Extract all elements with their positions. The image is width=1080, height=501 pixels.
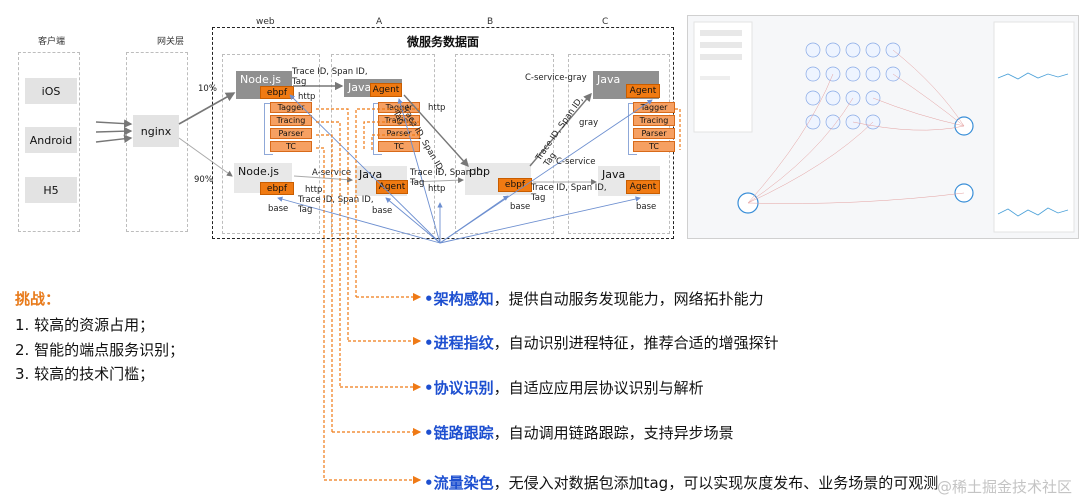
challenge-item-1: 1. 较高的资源占用； [15,316,155,334]
stack-tracing-web: Tracing [270,115,312,126]
http-label-web-bottom: http [305,185,323,195]
stack-tagger-web: Tagger [270,102,312,113]
col-title-c: C [602,17,609,27]
col-title-gateway: 网关层 [157,37,185,47]
col-title-client: 客户端 [38,37,66,47]
http-label-a: http [428,103,446,113]
base-label-a: base [372,206,393,216]
stack-tagger-c: Tagger [633,102,675,113]
service-php-label: php [469,165,490,178]
pct-top-label: 10% [198,84,217,94]
stack-bracket-c [628,103,637,155]
pct-bottom-label: 90% [194,175,213,185]
feature-trace-tracking: •链路跟踪，自动调用链路跟踪，支持异步场景 [424,422,734,443]
c-service-gray-label: C-service-gray [525,73,587,83]
feature-desc: ，无侵入对数据包添加tag，可以实现灰度发布、业务场景的可观测 [493,474,939,492]
stack-parser-web: Parser [270,128,312,139]
feature-keyword: •架构感知 [424,290,494,308]
stack-bracket-web [264,103,273,155]
client-android: Android [25,127,77,153]
b-column [455,54,554,234]
http-label-a-bottom: http [428,184,446,194]
service-nodejs-bottom-label: Node.js [238,165,279,178]
stack-parser-c: Parser [633,128,675,139]
feature-keyword: •协议识别 [424,379,494,397]
ebpf-badge-web-bottom: ebpf [260,182,294,195]
stack-tc-a: TC [378,141,420,152]
stack-parser-a: Parser [378,128,420,139]
challenge-title: 挑战： [15,290,61,308]
trace-label-b-bottom: Trace ID, Span ID, Tag [531,183,607,203]
agent-badge-a-bottom: Agent [376,180,408,194]
ebpf-badge-web-top: ebpf [260,86,294,99]
feature-desc: ，自适应应用层协议识别与解析 [493,379,704,397]
client-h5: H5 [25,177,77,203]
stack-tracing-c: Tracing [633,115,675,126]
feature-protocol-detection: •协议识别，自适应应用层协议识别与解析 [424,377,704,398]
http-label-web: http [298,92,316,102]
trace-label-web-a: Trace ID, Span ID, Tag [292,67,368,87]
diagram-connectors [95,81,653,244]
feature-desc: ，提供自动服务发现能力，网络拓扑能力 [493,290,764,308]
stack-bracket-a [373,103,382,155]
feature-process-fingerprint: •进程指纹，自动识别进程特征，推荐合适的增强探针 [424,332,779,353]
stack-tracing-a: Tracing [378,115,420,126]
service-java-c-bottom-label: Java [602,168,626,181]
agent-badge-c-bottom: Agent [626,180,660,194]
a-service-label: A-service [312,168,352,178]
feature-desc: ，自动调用链路跟踪，支持异步场景 [493,424,734,442]
data-plane-title: 微服务数据面 [407,35,480,49]
service-nodejs-top-label: Node.js [240,73,281,86]
ebpf-badge-php: ebpf [498,178,532,192]
client-ios: iOS [25,78,77,104]
base-label-b: base [510,202,531,212]
service-java-c-top-label: Java [597,73,621,86]
feature-architecture-awareness: •架构感知，提供自动服务发现能力，网络拓扑能力 [424,288,764,309]
topology-screenshot [687,15,1079,239]
col-title-a: A [376,17,383,27]
base-label-c: base [636,202,657,212]
watermark: @稀土掘金技术社区 [936,478,1072,496]
feature-keyword: •链路跟踪 [424,424,494,442]
stack-tc-web: TC [270,141,312,152]
challenge-item-3: 3. 较高的技术门槛； [15,365,155,383]
trace-label-a-bottom: Trace ID, Span ID, Tag [410,168,486,188]
col-title-b: B [487,17,494,27]
challenge-item-2: 2. 智能的端点服务识别； [15,341,185,359]
feature-traffic-coloring: •流量染色，无侵入对数据包添加tag，可以实现灰度发布、业务场景的可观测 [424,472,938,493]
feature-keyword: •流量染色 [424,474,494,492]
feature-desc: ，自动识别进程特征，推荐合适的增强探针 [493,334,779,352]
topology-graph-image [688,16,1078,238]
feature-keyword: •进程指纹 [424,334,494,352]
agent-badge-a-top: Agent [370,83,402,97]
gray-label: gray [579,118,599,128]
stack-tc-c: TC [633,141,675,152]
agent-badge-c-top: Agent [626,84,660,98]
service-java-a-top-label: Java [348,81,372,94]
gateway-nginx: nginx [133,115,179,147]
c-service-label: C-service [556,157,596,167]
base-label-web: base [268,204,289,214]
col-title-web: web [256,17,275,27]
